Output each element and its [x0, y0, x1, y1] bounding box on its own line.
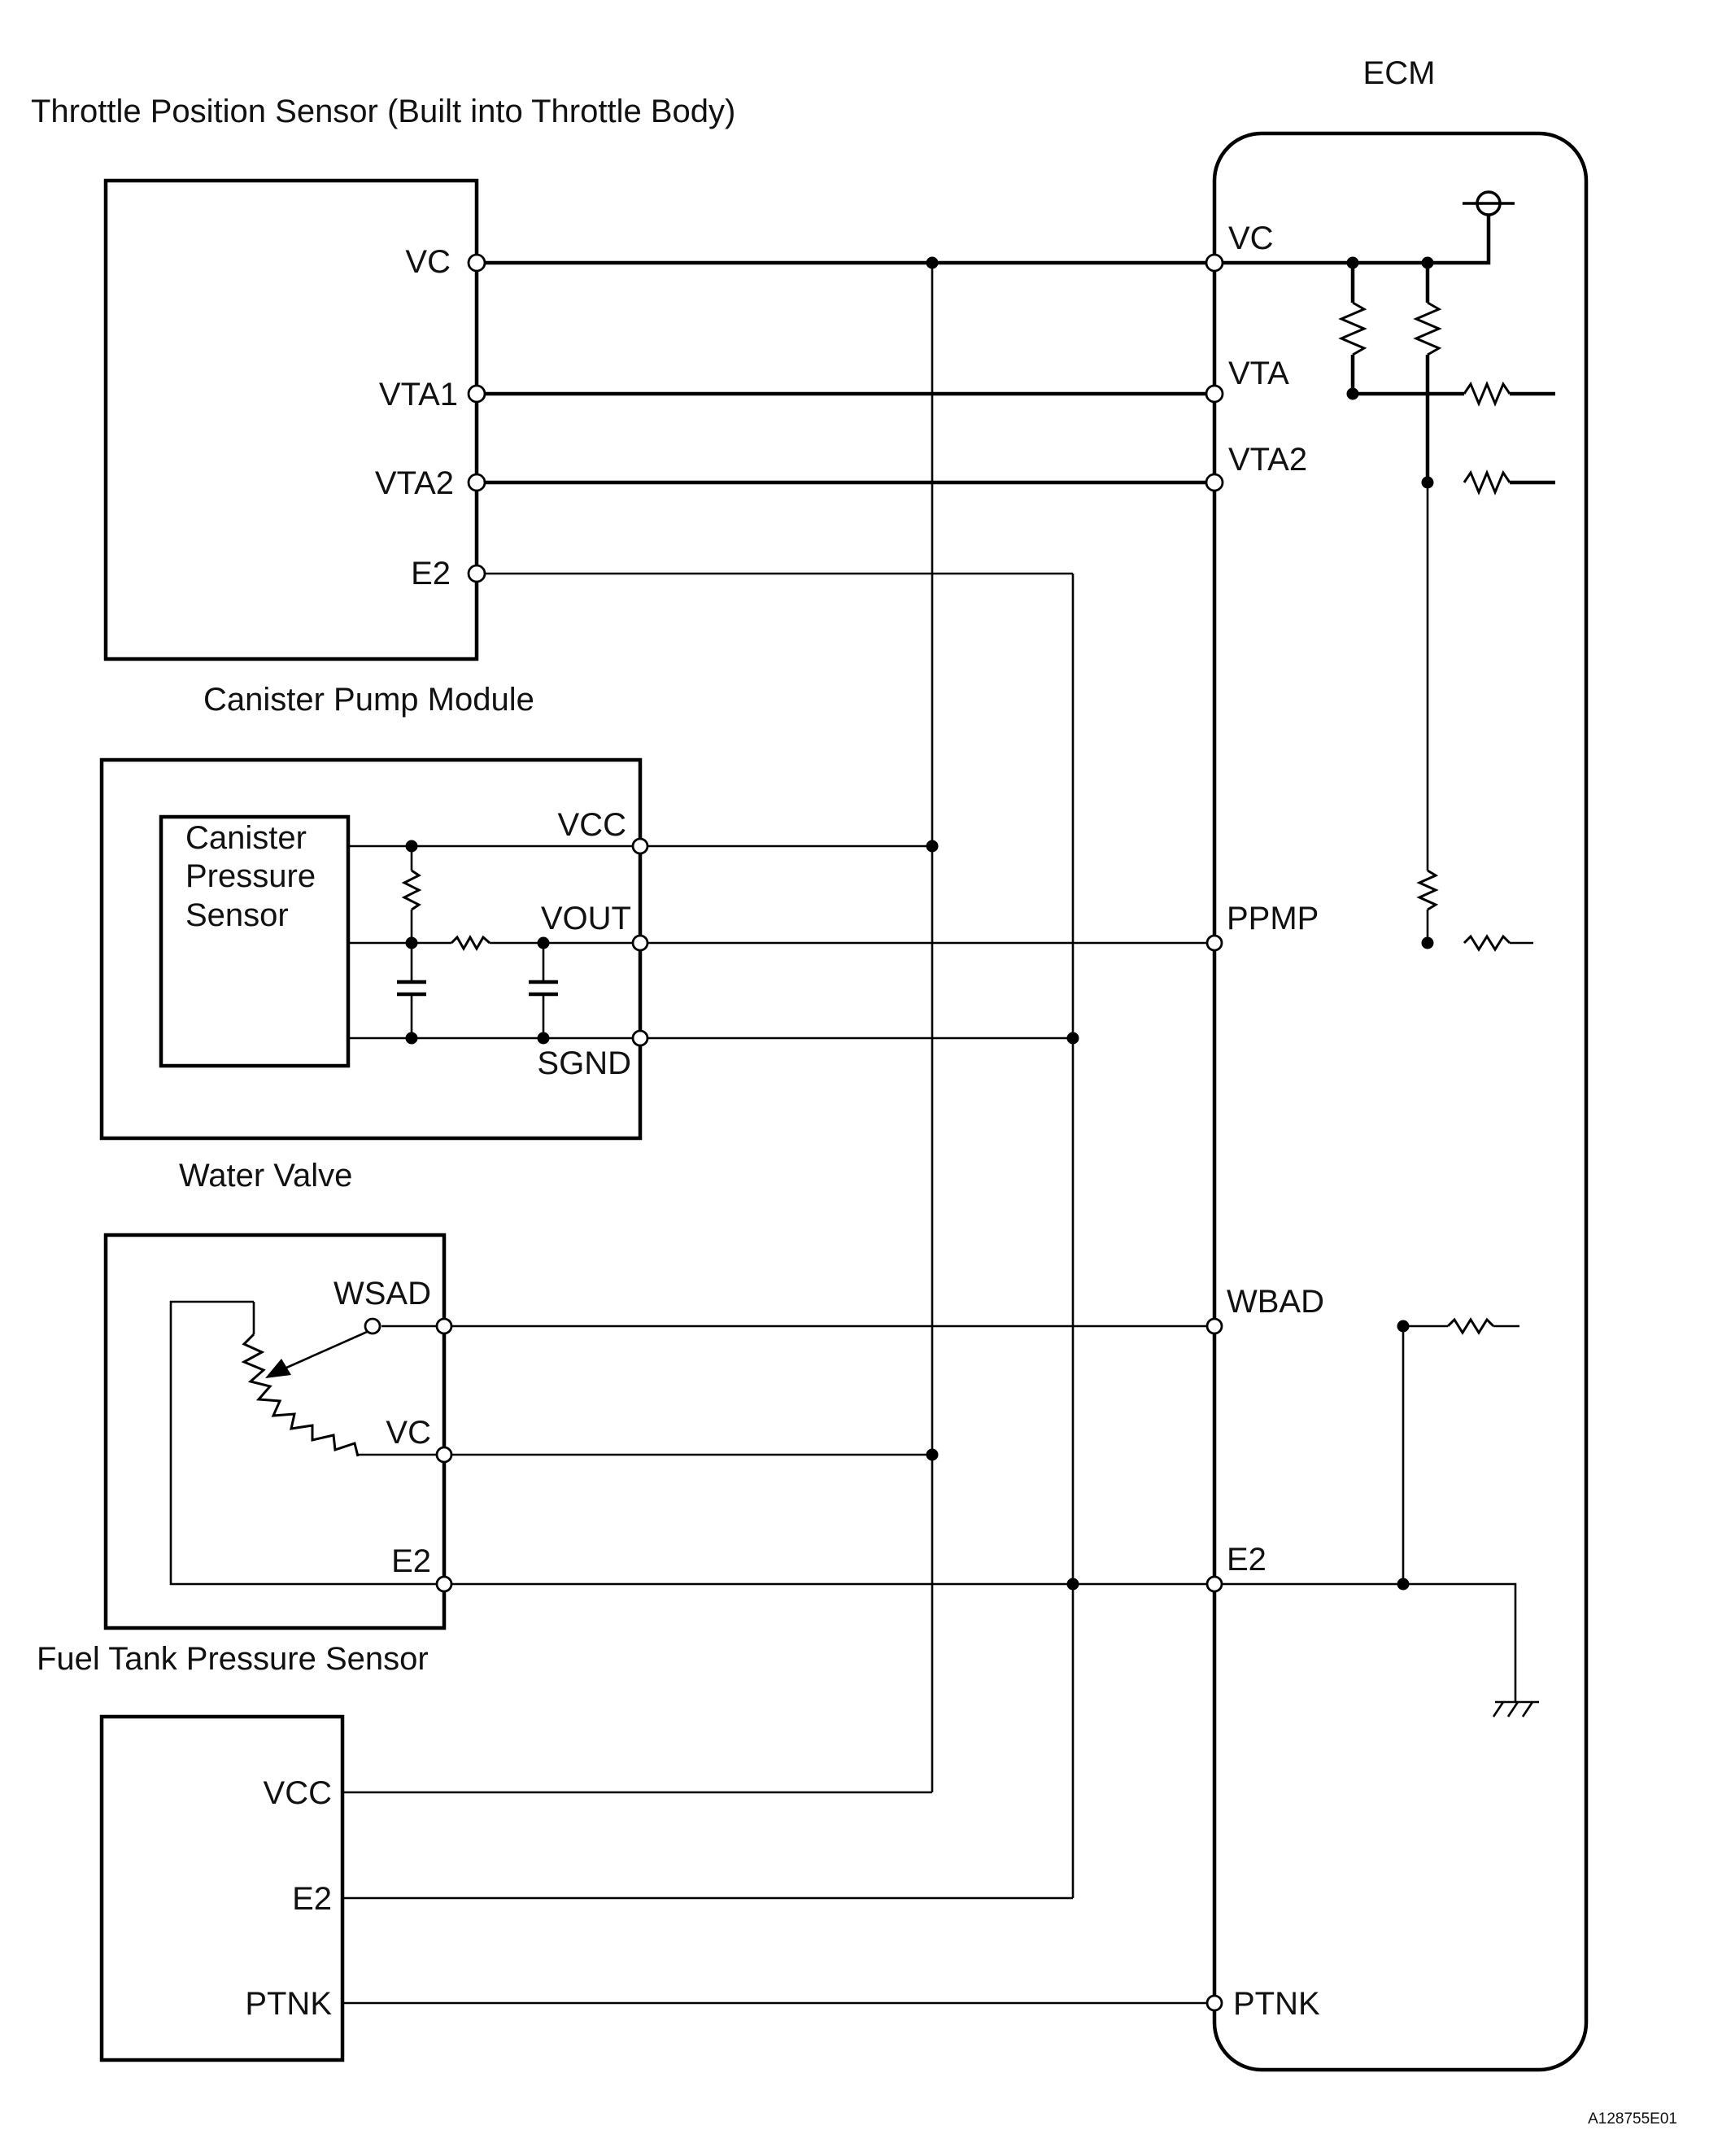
junction-dot	[1066, 1032, 1079, 1045]
junction-dot	[405, 936, 418, 949]
water-valve-frame-wire	[169, 1300, 444, 1586]
ecm-label-vta: VTA	[1228, 356, 1289, 391]
ecm-pin-e2	[1205, 1575, 1223, 1593]
wbad-input-resistor	[1446, 1317, 1495, 1335]
canister-pressure-sensor-title-2: Pressure	[185, 858, 316, 894]
canister-label-vout: VOUT	[541, 901, 631, 936]
ecm-ground-wire	[1214, 1582, 1517, 1702]
fuel-tank-pressure-sensor-box	[99, 1714, 345, 2062]
junction-dot	[1397, 1320, 1410, 1333]
ground-hatch-1	[1492, 1701, 1505, 1717]
potentiometer-resistor	[241, 1333, 360, 1457]
junction-dot	[1346, 256, 1359, 269]
fuel-tank-label-e2: E2	[292, 1881, 332, 1917]
junction-dot	[537, 936, 550, 949]
canister-pressure-sensor-title: Canister	[185, 820, 307, 856]
canister-pump-module-title: Canister Pump Module	[203, 682, 534, 718]
ecm-vc-rail	[1214, 208, 1491, 265]
water-valve-label-vc: VC	[386, 1415, 431, 1451]
canister-pin-sgnd	[631, 1029, 649, 1047]
ecm-pin-vta	[1205, 384, 1224, 404]
vta2-input-resistor	[1463, 469, 1511, 495]
junction-dot	[1066, 1578, 1079, 1591]
junction-dot	[926, 840, 939, 853]
ecm-label-vta2: VTA2	[1228, 442, 1307, 478]
wiper-arrow-icon	[265, 1359, 291, 1378]
vout-series-resistor	[450, 934, 490, 952]
throttle-sensor-title: Throttle Position Sensor (Built into Thr…	[31, 94, 735, 129]
ecm-label-ppmp: PPMP	[1227, 901, 1319, 936]
ecm-pin-ppmp	[1205, 934, 1223, 952]
ppmp-pullup-resistor	[1416, 869, 1439, 911]
water-valve-pin-e2	[435, 1575, 453, 1593]
fuel-tank-label-vcc: VCC	[264, 1775, 332, 1811]
water-valve-label-e2: E2	[391, 1543, 431, 1579]
junction-dot	[537, 1032, 550, 1045]
ecm-pin-wbad	[1205, 1317, 1223, 1335]
throttle-sensor-box	[103, 178, 479, 661]
ecm-box	[1212, 131, 1589, 2072]
ecm-pin-vta2	[1205, 473, 1224, 492]
throttle-pin-e2	[467, 564, 486, 583]
vta-input-resistor	[1463, 381, 1511, 407]
canister-pin-vcc	[631, 837, 649, 855]
ecm-label-e2: E2	[1227, 1542, 1266, 1578]
vta-pullup-resistor	[1338, 301, 1367, 356]
junction-dot	[926, 256, 939, 269]
ecm-title: ECM	[1363, 55, 1436, 91]
throttle-pin-vta1	[467, 384, 486, 404]
canister-pressure-sensor-box	[159, 814, 351, 1068]
throttle-label-vta2: VTA2	[375, 465, 454, 501]
cps-pullup-resistor	[401, 869, 422, 911]
throttle-label-vc: VC	[405, 244, 451, 280]
canister-label-vcc: VCC	[558, 807, 626, 843]
junction-dot	[1421, 256, 1434, 269]
wiper-terminal	[364, 1317, 381, 1335]
throttle-pin-vta2	[467, 473, 486, 492]
junction-dot	[405, 840, 418, 853]
fuel-tank-label-ptnk: PTNK	[245, 1986, 332, 2022]
ppmp-input-resistor	[1463, 934, 1511, 952]
throttle-label-vta1: VTA1	[379, 377, 458, 412]
vta2-pullup-resistor	[1413, 301, 1442, 356]
canister-label-sgnd: SGND	[537, 1045, 631, 1081]
water-valve-pin-wsad	[435, 1317, 453, 1335]
figure-code: A128755E01	[1588, 2110, 1677, 2128]
water-valve-pin-vc	[435, 1446, 453, 1464]
junction-dot	[1346, 387, 1359, 400]
junction-dot	[1421, 476, 1434, 489]
water-valve-title: Water Valve	[179, 1158, 352, 1194]
throttle-pin-vc	[467, 253, 486, 273]
ecm-label-vc: VC	[1228, 220, 1274, 256]
wiper-arm	[284, 1328, 373, 1370]
ecm-label-ptnk: PTNK	[1233, 1986, 1320, 2022]
throttle-label-e2: E2	[411, 556, 451, 591]
ecm-pin-ptnk	[1205, 1994, 1223, 2012]
junction-dot	[926, 1448, 939, 1461]
junction-dot	[1421, 936, 1434, 949]
water-valve-box	[103, 1233, 447, 1630]
canister-pin-vout	[631, 934, 649, 952]
fuel-tank-pressure-sensor-title: Fuel Tank Pressure Sensor	[37, 1641, 429, 1677]
ecm-pin-vc	[1205, 253, 1224, 273]
junction-dot	[1397, 1578, 1410, 1591]
ecm-label-wbad: WBAD	[1227, 1284, 1324, 1320]
ground-hatch-3	[1521, 1701, 1534, 1717]
junction-dot	[405, 1032, 418, 1045]
canister-pressure-sensor-title-3: Sensor	[185, 897, 289, 933]
ground-hatch-2	[1506, 1701, 1519, 1717]
water-valve-label-wsad: WSAD	[334, 1276, 431, 1311]
